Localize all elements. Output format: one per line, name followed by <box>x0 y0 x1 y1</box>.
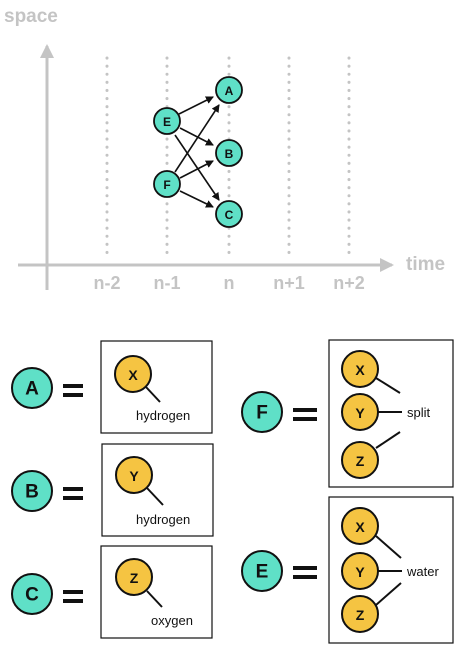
label-hydrogen: hydrogen <box>136 408 190 423</box>
equals-sign <box>63 590 83 594</box>
spacetime-axes: space time <box>4 6 445 290</box>
atom-z-label: Z <box>130 570 139 586</box>
atom-y-label: Y <box>355 405 365 421</box>
equals-sign <box>63 487 83 491</box>
equals-sign <box>63 384 83 388</box>
atom-y <box>341 552 379 590</box>
graph-node-f: F <box>153 170 181 198</box>
atom-x-label: X <box>355 519 365 535</box>
node-e-label: E <box>256 562 269 583</box>
bond-line <box>146 590 163 608</box>
node-f-circle <box>241 391 283 433</box>
label-hydrogen: hydrogen <box>136 512 190 527</box>
x-axis-label: time <box>406 254 445 275</box>
bond-line <box>145 386 161 403</box>
bond-line <box>375 535 402 559</box>
graph-node-c-label: C <box>225 208 234 222</box>
causal-arrows <box>174 96 220 208</box>
definition-box-b <box>101 443 214 537</box>
atom-z <box>341 595 379 633</box>
node-a-label: A <box>25 379 39 400</box>
atom-y-label: Y <box>129 468 139 484</box>
atom-x <box>341 507 379 545</box>
atom-x <box>341 350 379 388</box>
graph-node-e: E <box>153 107 181 135</box>
tick-label: n-1 <box>154 273 181 293</box>
graph-node-a-label: A <box>225 84 234 98</box>
bond-line <box>146 487 164 506</box>
node-b-label: B <box>25 482 39 503</box>
node-b-circle <box>11 470 53 512</box>
node-e-circle <box>241 550 283 592</box>
equals-sign <box>293 408 317 412</box>
definition-e: E X Y Z water <box>241 496 454 644</box>
definition-box-e <box>328 496 454 644</box>
graph-node-a: A <box>215 76 243 104</box>
tick-labels: n-2 n-1 n n+1 n+2 <box>94 273 365 293</box>
tick-label: n+1 <box>273 273 305 293</box>
tick-label: n <box>224 273 235 293</box>
equals-sign <box>293 566 317 570</box>
label-oxygen: oxygen <box>151 613 193 628</box>
node-c-label: C <box>25 585 39 606</box>
label-split: split <box>407 405 431 420</box>
definition-box-f <box>328 339 454 488</box>
arrow-e-to-b <box>179 127 214 146</box>
node-c-circle <box>11 573 53 615</box>
node-a-circle <box>11 367 53 409</box>
bond-line <box>375 377 401 394</box>
arrow-f-to-c <box>179 190 214 208</box>
tick-label: n+2 <box>333 273 365 293</box>
arrow-e-to-a <box>178 96 214 115</box>
graph-node-c: C <box>215 200 243 228</box>
graph-nodes: E F A B C <box>153 76 243 228</box>
bond-line <box>375 431 401 449</box>
y-axis-label: space <box>4 6 58 27</box>
atom-z-label: Z <box>356 607 365 623</box>
definition-f: F X Y Z split <box>241 339 454 488</box>
atom-x-label: X <box>355 362 365 378</box>
definition-a: A X hydrogen <box>11 340 213 434</box>
definition-box-a <box>100 340 213 434</box>
arrow-e-to-c <box>174 134 220 201</box>
label-water: water <box>406 564 439 579</box>
atom-y <box>341 393 379 431</box>
atom-x-label: X <box>128 367 138 383</box>
definition-b: B Y hydrogen <box>11 443 214 537</box>
definition-c: C Z oxygen <box>11 545 213 639</box>
atom-y <box>115 456 153 494</box>
arrow-f-to-a <box>174 104 220 173</box>
graph-node-b: B <box>215 139 243 167</box>
node-f-label: F <box>256 403 268 424</box>
tick-label: n-2 <box>94 273 121 293</box>
atom-x <box>114 355 152 393</box>
graph-node-e-label: E <box>163 115 171 129</box>
graph-node-b-label: B <box>225 147 234 161</box>
atom-y-label: Y <box>355 564 365 580</box>
definition-box-c <box>100 545 213 639</box>
atom-z-label: Z <box>356 453 365 469</box>
graph-node-f-label: F <box>163 178 170 192</box>
atom-z <box>341 441 379 479</box>
atom-z <box>115 558 153 596</box>
bond-line <box>375 582 402 606</box>
arrow-f-to-b <box>179 160 214 179</box>
